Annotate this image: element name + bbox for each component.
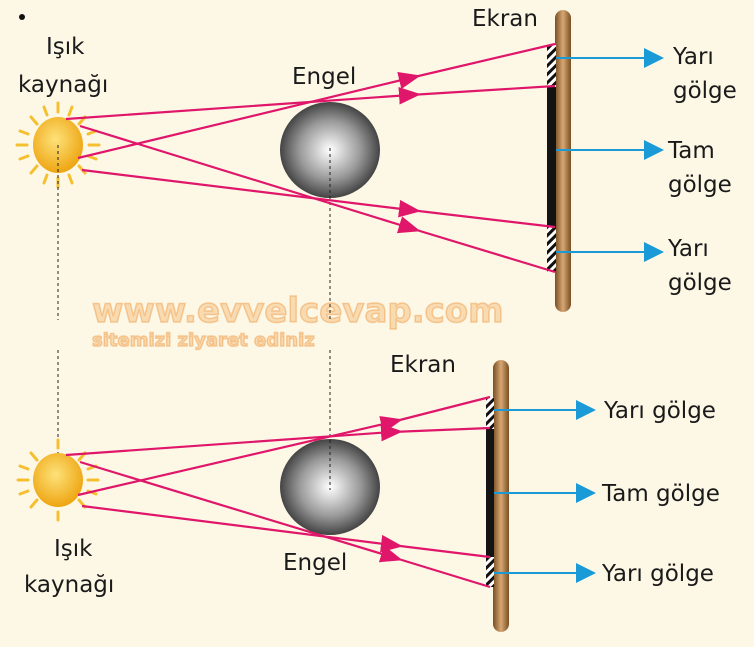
region-label: gölge [668,172,732,198]
source-label: Işık [54,536,93,562]
bullet [19,14,25,20]
screen-label: Ekran [390,352,456,378]
light-rays [65,395,491,589]
source-label: Işık [46,34,85,60]
screen [493,360,509,632]
label-arrows [556,48,664,262]
screen [555,10,571,312]
watermark-slogan: sitemizi ziyaret ediniz [92,330,315,351]
region-label: Tam [667,138,715,164]
region-label: Tam gölge [601,481,720,507]
obstacle-label: Engel [292,64,356,90]
label-arrows [494,400,596,583]
penumbra-region [547,45,556,87]
region-label: Yarı [672,44,714,70]
source-label: kaynağı [24,572,114,598]
region-label: Yarı [667,236,709,262]
umbra-region [486,429,494,557]
watermark: www.evvelcevap.com sitemizi ziyaret edin… [91,290,504,352]
bottom-diagram: Işık kaynağı Engel Ekran Yarı gölge Tam … [16,350,720,632]
umbra-region [547,87,556,227]
source-label: kaynağı [18,72,108,98]
screen-label: Ekran [472,6,538,32]
light-rays [65,42,556,274]
penumbra-region [486,397,494,429]
region-label: gölge [673,78,737,104]
region-label: Yarı gölge [603,398,716,424]
penumbra-region [486,557,494,587]
region-label: Yarı gölge [601,561,714,587]
region-label: gölge [668,270,732,296]
penumbra-region [547,227,556,272]
top-diagram: Işık kaynağı Engel Ekran Yarı gölge Tam … [15,6,737,320]
obstacle-sphere [280,439,380,535]
watermark-url: www.evvelcevap.com [92,291,504,331]
obstacle-label: Engel [283,550,347,576]
